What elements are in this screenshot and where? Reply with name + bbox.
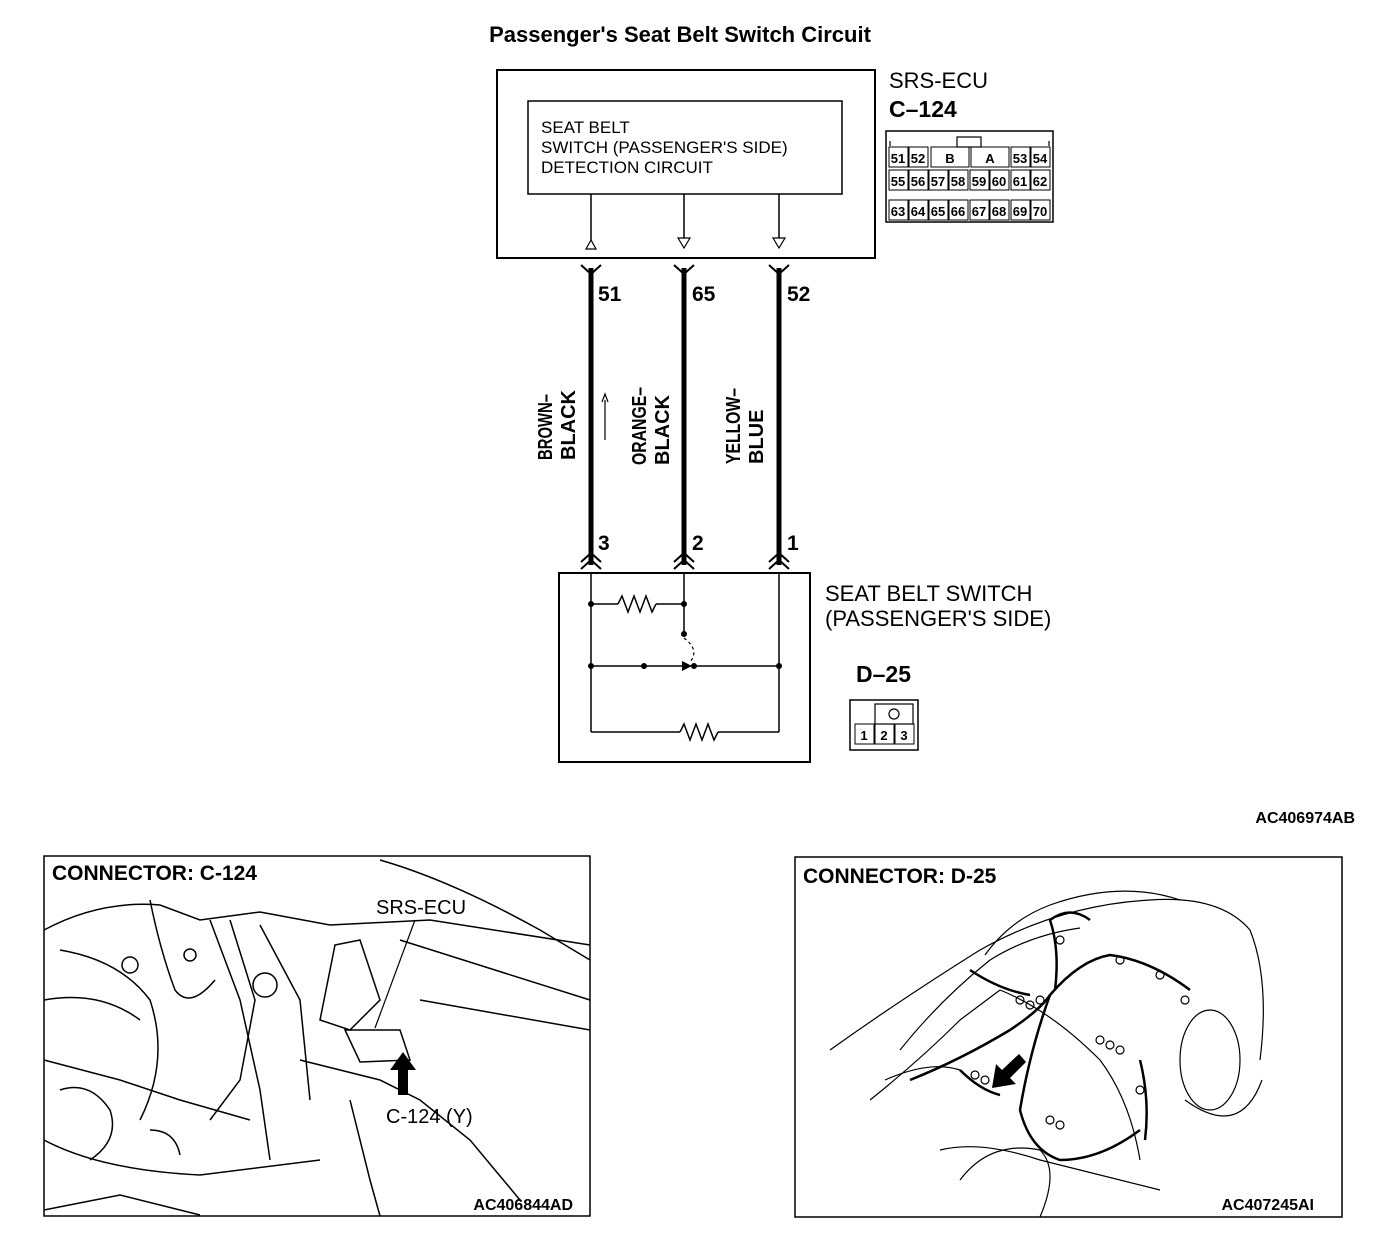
c124-pin: 61 [1013, 174, 1027, 189]
d25-harness-connectors [970, 935, 1190, 1130]
c124-pin: 63 [891, 204, 905, 219]
switch-pin-label: 3 [598, 532, 610, 555]
c124-pin: 60 [992, 174, 1006, 189]
c124-pin: 69 [1013, 204, 1027, 219]
c124-pin: 55 [891, 174, 905, 189]
detection-circuit-box [527, 100, 843, 195]
c124-connector-label: C-124 (Y) [386, 1106, 473, 1128]
svg-text:BROWN–: BROWN– [535, 394, 557, 460]
d25-pin: 2 [880, 728, 887, 743]
wire-color-label: BROWN– BLACK [535, 389, 580, 460]
c124-pin: 68 [992, 204, 1006, 219]
wire-color-label: YELLOW– BLUE [723, 388, 768, 464]
d25-harness-routing [909, 911, 1191, 1162]
d25-vehicle-illustration [829, 890, 1264, 1218]
d25-connector-face: 1 2 3 [849, 699, 919, 751]
c124-pin: 57 [931, 174, 945, 189]
detection-circuit-line1: SEAT BELT [541, 118, 630, 137]
c124-pin: 70 [1033, 204, 1047, 219]
c124-pin: 64 [911, 204, 926, 219]
wire-color-label: ORANGE– BLACK [629, 387, 674, 465]
c124-connector-face: 51 52 B A 53 54 55 56 57 58 59 60 61 62 [885, 130, 1054, 223]
c124-pin: 54 [1033, 151, 1048, 166]
c124-pin: A [985, 151, 995, 166]
detection-circuit-line2: SWITCH (PASSENGER'S SIDE) [541, 138, 788, 157]
d25-pin: 3 [900, 728, 907, 743]
c124-pin: B [945, 151, 954, 166]
harness-wires [580, 264, 790, 570]
diagram-title: Passenger's Seat Belt Switch Circuit [489, 22, 871, 47]
switch-connector-label: D–25 [856, 661, 911, 687]
c124-pin: 62 [1033, 174, 1047, 189]
diagram-code: AC406974AB [1255, 810, 1355, 827]
svg-text:BLACK: BLACK [652, 394, 674, 465]
c124-pin: 56 [911, 174, 925, 189]
c124-panel-code: AC406844AD [473, 1197, 573, 1214]
srs-ecu-box [496, 69, 876, 259]
d25-panel-heading: CONNECTOR: D-25 [803, 865, 997, 888]
c124-pin: 51 [891, 151, 905, 166]
connector-d25-panel [794, 856, 1343, 1218]
svg-text:BLUE: BLUE [746, 410, 768, 464]
svg-text:ORANGE–: ORANGE– [629, 387, 651, 465]
c124-panel-heading: CONNECTOR: C-124 [52, 862, 257, 885]
switch-pin-label: 2 [692, 532, 704, 555]
switch-label-line2: (PASSENGER'S SIDE) [825, 606, 1051, 631]
ecu-internal-leads [584, 194, 787, 250]
c124-callout [374, 919, 416, 1095]
switch-internal-circuit [588, 573, 782, 743]
ecu-pin-label: 51 [598, 283, 622, 306]
c124-pin: 66 [951, 204, 965, 219]
ecu-pin-label: 65 [692, 283, 716, 306]
d25-panel-code: AC407245AI [1222, 1197, 1315, 1214]
c124-pin: 67 [972, 204, 986, 219]
switch-pin-label: 1 [787, 532, 799, 555]
switch-label-line1: SEAT BELT SWITCH [825, 581, 1032, 606]
srs-ecu-label: SRS-ECU [889, 68, 988, 93]
ecu-pin-label: 52 [787, 283, 810, 306]
c124-pin: 52 [911, 151, 925, 166]
c124-pin: 65 [931, 204, 945, 219]
c124-pin: 58 [951, 174, 965, 189]
c124-location-illustration [43, 859, 591, 1217]
current-flow-arrow [601, 392, 609, 440]
c124-pin: 59 [972, 174, 986, 189]
svg-text:BLACK: BLACK [558, 389, 580, 460]
detection-circuit-line3: DETECTION CIRCUIT [541, 158, 713, 177]
d25-pin: 1 [860, 728, 867, 743]
c124-srs-ecu-label: SRS-ECU [376, 897, 466, 919]
svg-text:YELLOW–: YELLOW– [723, 388, 745, 464]
connector-c124-panel [43, 855, 591, 1217]
c124-pin: 53 [1013, 151, 1027, 166]
srs-ecu-connector-label: C–124 [889, 96, 957, 122]
d25-location-arrow [992, 1054, 1026, 1088]
